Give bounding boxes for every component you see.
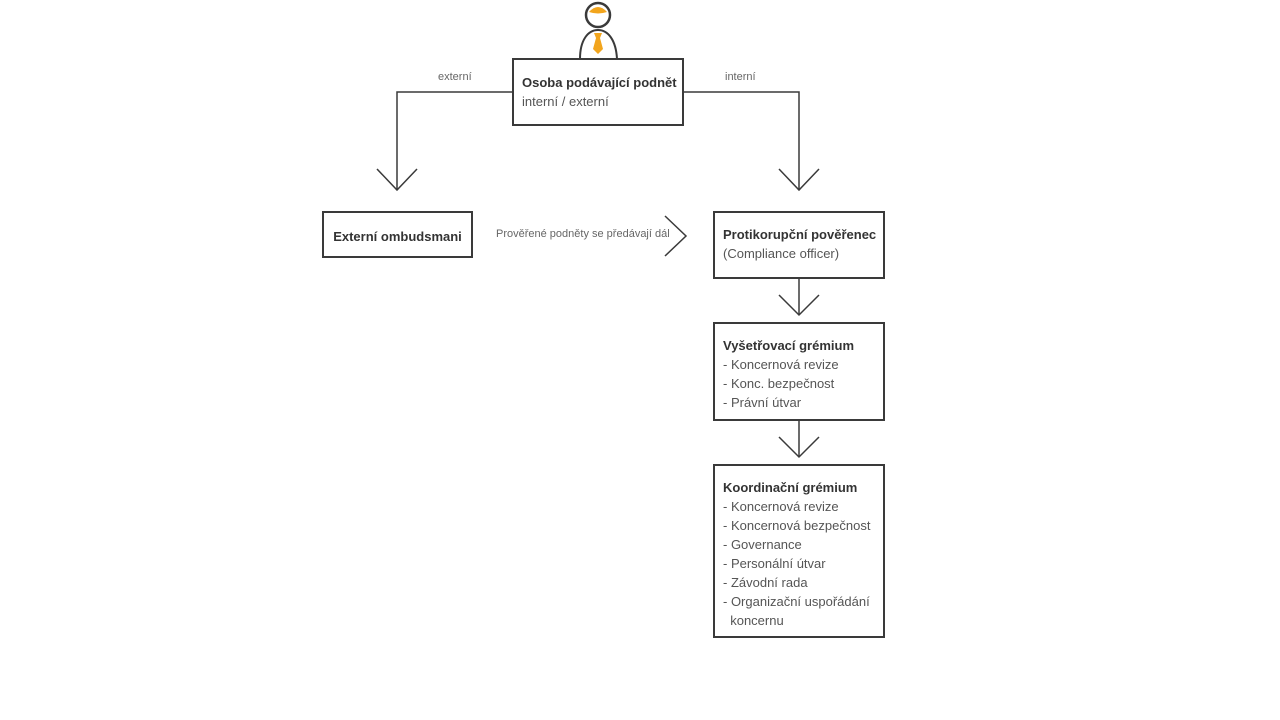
investigation-to-coordination-arrowhead [778, 436, 820, 459]
compliance-officer-box: Protikorupční pověřenec (Compliance offi… [713, 211, 885, 279]
external-branch-line [396, 91, 512, 190]
list-item: - Koncernová revize [723, 357, 839, 372]
internal-path-label: interní [725, 71, 756, 83]
coordination-committee-box: Koordinační grémium - Koncernová revize … [713, 464, 885, 638]
coordination-members-list: - Koncernová revize - Koncernová bezpečn… [723, 497, 875, 630]
external-path-label: externí [438, 71, 472, 83]
list-item: - Koncernová bezpečnost [723, 518, 871, 533]
forwarded-label: Prověřené podněty se předávají dál [496, 228, 670, 240]
list-item: - Koncernová revize [723, 499, 839, 514]
investigation-committee-title: Vyšetřovací grémium [723, 338, 855, 353]
list-item: - Governance [723, 537, 802, 552]
list-item: koncernu [723, 613, 784, 628]
investigation-members-list: - Koncernová revize - Konc. bezpečnost -… [723, 355, 875, 412]
list-item: - Personální útvar [723, 556, 826, 571]
compliance-officer-title: Protikorupční pověřenec [723, 227, 877, 242]
external-ombudsman-title: Externí ombudsmani [333, 229, 462, 244]
sender-box: Osoba podávající podnět interní / extern… [512, 58, 684, 126]
list-item: - Organizační uspořádání [723, 594, 870, 609]
forward-arrowhead [664, 215, 688, 257]
compliance-to-investigation-arrowhead [778, 294, 820, 317]
person-with-tie-icon [579, 1, 618, 60]
investigation-committee-box: Vyšetřovací grémium - Koncernová revize … [713, 322, 885, 421]
internal-branch-arrowhead [778, 168, 820, 192]
sender-subtitle: interní / externí [522, 94, 609, 109]
internal-branch-line [684, 91, 800, 190]
compliance-officer-subtitle: (Compliance officer) [723, 246, 840, 261]
list-item: - Právní útvar [723, 395, 802, 410]
external-branch-arrowhead [376, 168, 418, 192]
list-item: - Závodní rada [723, 575, 808, 590]
external-ombudsman-box: Externí ombudsmani [322, 211, 473, 258]
coordination-committee-title: Koordinační grémium [723, 480, 858, 495]
sender-title: Osoba podávající podnět [522, 75, 677, 90]
list-item: - Konc. bezpečnost [723, 376, 835, 391]
